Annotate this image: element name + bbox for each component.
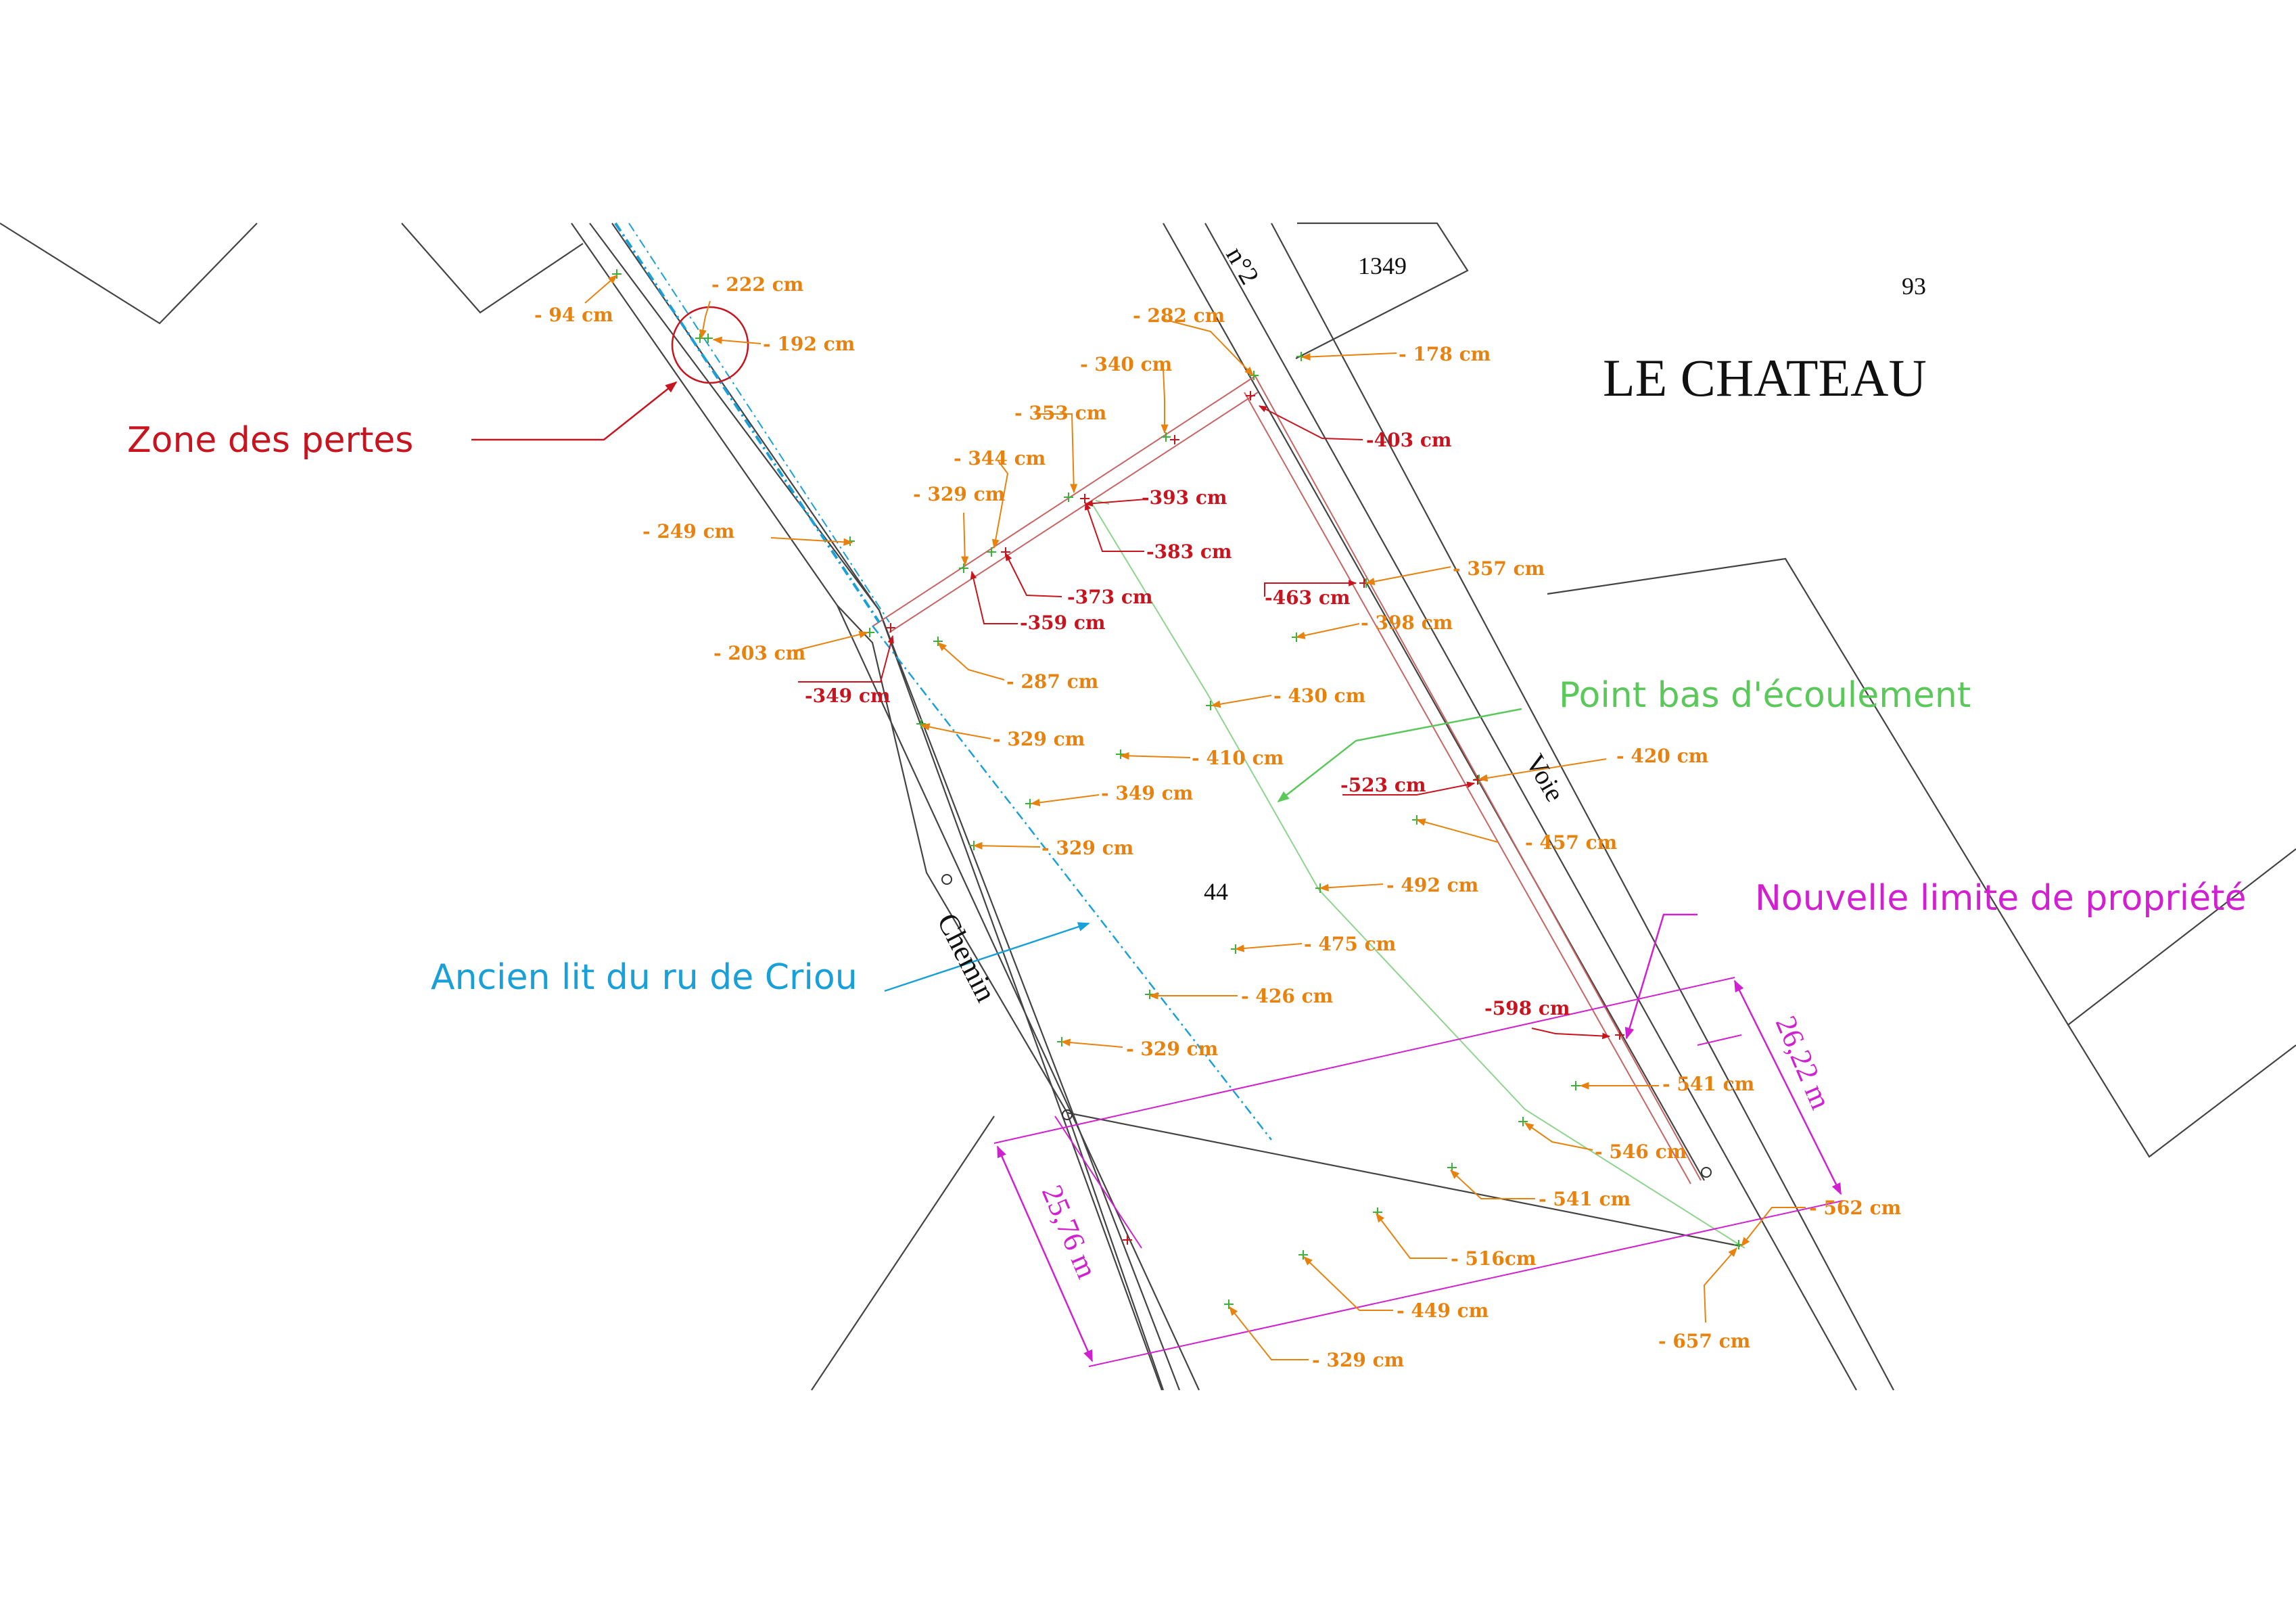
level-label: - 410 cm <box>1192 747 1284 769</box>
dimension-west: 25,76 m <box>1035 1180 1104 1283</box>
road-label-n2: n°2 <box>1220 241 1265 290</box>
level-label: - 203 cm <box>713 642 805 664</box>
level-label: - 287 cm <box>1006 670 1098 693</box>
level-label-red: -383 cm <box>1146 540 1232 563</box>
place-name: LE CHATEAU <box>1603 348 1927 407</box>
level-label-red: -403 cm <box>1366 429 1452 451</box>
level-label-red: -349 cm <box>805 685 891 707</box>
label-point-bas: Point bas d'écoulement <box>1559 675 1971 716</box>
level-label: - 94 cm <box>534 304 613 326</box>
level-label: - 329 cm <box>993 728 1085 750</box>
point-bas-pointer <box>1277 708 1522 803</box>
level-label-red: -359 cm <box>1020 612 1106 634</box>
dimension-east: 26,22 m <box>1769 1011 1837 1114</box>
level-label: - 249 cm <box>642 520 734 543</box>
survey-points-red <box>886 391 1624 1245</box>
level-label: - 546 cm <box>1595 1141 1687 1163</box>
parcel-number-93: 93 <box>1902 273 1926 300</box>
level-label: - 329 cm <box>1041 837 1133 859</box>
level-label: - 449 cm <box>1397 1299 1489 1322</box>
level-label: - 222 cm <box>711 273 803 296</box>
level-label: - 657 cm <box>1658 1330 1750 1352</box>
level-label-red: -373 cm <box>1067 586 1153 608</box>
level-label-red: -463 cm <box>1265 586 1351 609</box>
orange-level-labels: - 94 cm - 222 cm - 192 cm - 282 cm - 178… <box>534 273 1901 1371</box>
dimension-west-arrow <box>996 1145 1094 1362</box>
parcel-lines <box>0 222 2296 1391</box>
nouvelle-limite-pointer <box>1624 913 1697 1040</box>
level-label: - 541 cm <box>1662 1073 1754 1095</box>
boundary-markers <box>941 874 1712 1178</box>
level-label: - 492 cm <box>1386 874 1478 896</box>
ancien-lit-pointer <box>884 922 1090 992</box>
level-label: - 457 cm <box>1525 831 1617 854</box>
level-label: - 340 cm <box>1080 353 1172 375</box>
road-label-voie: Voie <box>1520 749 1570 806</box>
level-label-red: -393 cm <box>1142 486 1227 509</box>
parcel-number-1349: 1349 <box>1358 252 1407 279</box>
level-label: - 426 cm <box>1241 985 1333 1007</box>
dimension-east-arrow <box>1733 980 1842 1195</box>
orange-leaders <box>584 275 1806 1360</box>
red-leaders <box>798 405 1611 1040</box>
level-label: - 430 cm <box>1273 685 1365 707</box>
level-label: - 475 cm <box>1304 933 1396 955</box>
level-label: - 344 cm <box>954 447 1046 469</box>
level-label: - 329 cm <box>1126 1038 1218 1060</box>
level-label: - 329 cm <box>1312 1349 1404 1371</box>
level-label: - 398 cm <box>1361 612 1453 634</box>
level-label: - 541 cm <box>1539 1188 1631 1210</box>
level-label: - 282 cm <box>1133 304 1225 327</box>
new-property-line <box>993 977 1844 1367</box>
parcel-number-44: 44 <box>1204 878 1228 905</box>
label-nouvelle-limite: Nouvelle limite de propriété <box>1755 878 2247 919</box>
level-label: - 357 cm <box>1453 557 1545 580</box>
level-label: - 420 cm <box>1616 745 1708 767</box>
level-label: - 192 cm <box>763 333 855 355</box>
red-level-labels: -403 cm -393 cm -383 cm -373 cm -359 cm … <box>805 429 1570 1019</box>
level-label: - 353 cm <box>1014 402 1106 424</box>
level-label: - 329 cm <box>913 483 1005 505</box>
label-zone-pertes: Zone des pertes <box>127 420 413 461</box>
zone-pertes-pointer <box>471 381 678 441</box>
ancient-stream-line <box>614 222 1272 1141</box>
level-label-red: -598 cm <box>1484 997 1570 1019</box>
level-label: - 178 cm <box>1399 343 1491 365</box>
level-label: - 562 cm <box>1809 1197 1901 1219</box>
level-label: - 349 cm <box>1101 782 1193 804</box>
loss-zone-circle <box>671 306 749 384</box>
level-label: - 516cm <box>1451 1247 1537 1270</box>
level-label-red: -523 cm <box>1340 774 1426 796</box>
label-ancien-lit: Ancien lit du ru de Criou <box>431 957 858 998</box>
